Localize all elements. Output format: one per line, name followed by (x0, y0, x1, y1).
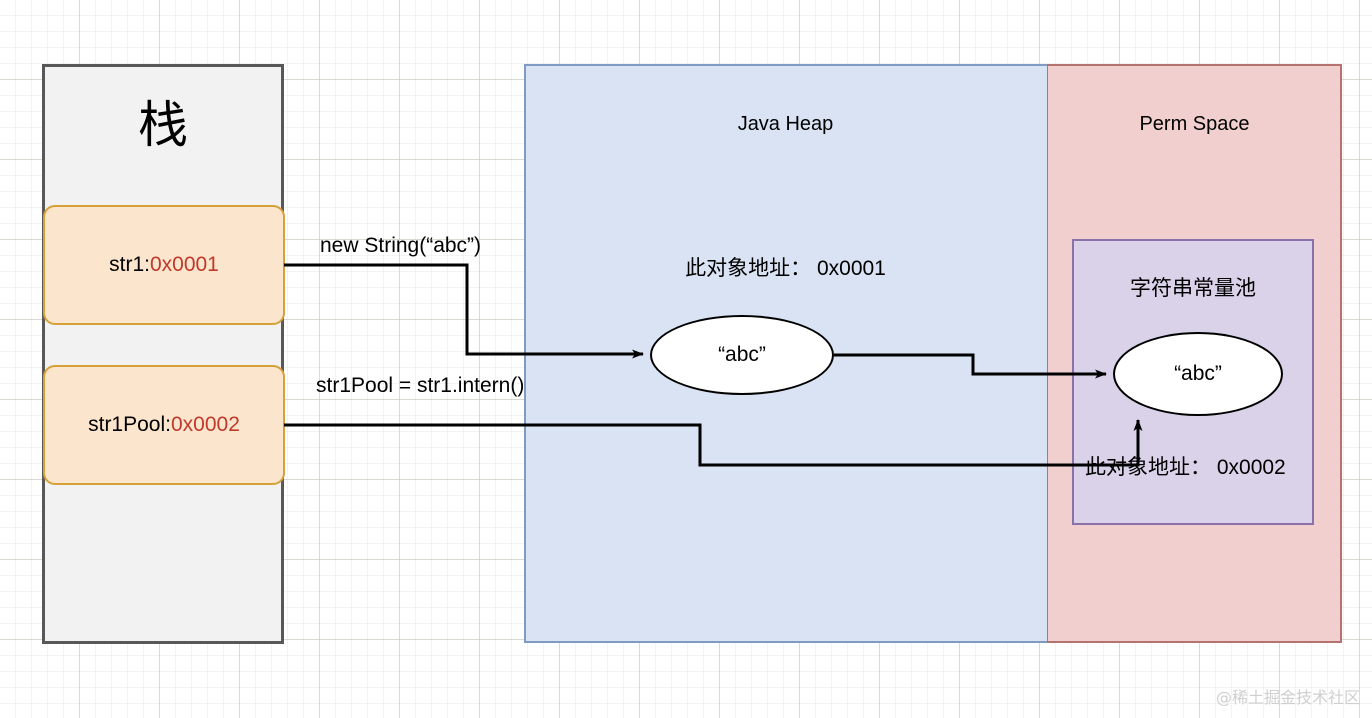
edge-str1pool-to-pool-object (284, 419, 1143, 467)
java-heap-title: Java Heap (737, 113, 834, 135)
stack-frame-str1pool-name: str1Pool: (88, 413, 171, 436)
watermark: @稀土掘金技术社区 (1215, 688, 1360, 707)
string-constant-pool-title: 字符串常量池 (1130, 277, 1256, 300)
stack-frame-str1: str1:0x0001 (43, 205, 285, 325)
stack-frame-str1pool: str1Pool:0x0002 (43, 365, 285, 485)
stack-title: 栈 (138, 96, 188, 154)
stack-frame-str1-address: 0x0001 (149, 253, 219, 276)
stack-frame-str1-name: str1: (109, 253, 150, 276)
edge-heap-object-to-pool-object (834, 353, 1107, 379)
edge-label-new-string: new String(“abc”) (320, 234, 482, 257)
stack-region (42, 64, 284, 644)
edge-label-intern: str1Pool = str1.intern() (316, 374, 525, 397)
edge-str1-to-heap-object (284, 263, 644, 359)
stack-frame-str1pool-address: 0x0002 (170, 413, 240, 436)
pool-object-address-label: 此对象地址： 0x0002 (1085, 456, 1286, 479)
heap-object-address-label: 此对象地址： 0x0001 (685, 257, 886, 280)
pool-string-object: “abc” (1113, 332, 1283, 416)
perm-space-title: Perm Space (1139, 113, 1250, 135)
heap-string-object: “abc” (650, 315, 834, 395)
